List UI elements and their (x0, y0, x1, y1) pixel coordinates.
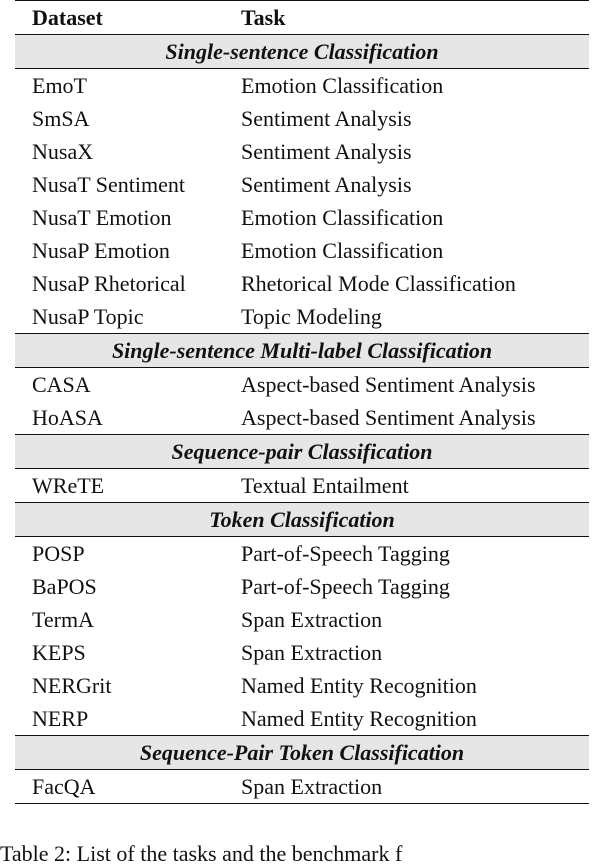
dataset-cell: WReTE (32, 472, 105, 498)
header-row: Dataset Task (15, 1, 589, 35)
dataset-cell: SmSA (32, 105, 90, 131)
dataset-cell: NusaT Sentiment (32, 171, 185, 197)
dataset-cell: CASA (32, 371, 91, 397)
table-row: NusaP Rhetorical Rhetorical Mode Classifi… (15, 267, 589, 300)
task-cell: Sentiment Analysis (241, 171, 412, 197)
table-row: SmSA Sentiment Analysis (15, 102, 589, 135)
task-cell: Sentiment Analysis (241, 138, 412, 164)
table-row: NusaP Topic Topic Modeling (15, 300, 589, 334)
section-header-row: Single-sentence Multi-label Classificati… (15, 333, 589, 368)
dataset-cell: NusaX (32, 138, 94, 164)
table-caption: Table 2: List of the tasks and the bench… (0, 841, 403, 866)
top-rule (15, 0, 589, 1)
dataset-task-table: Dataset Task Single-sentence Classificat… (15, 0, 589, 804)
dataset-cell: NusaT Emotion (32, 204, 172, 230)
header-task: Task (241, 1, 589, 35)
dataset-task-table-container: Dataset Task Single-sentence Classificat… (15, 0, 589, 804)
table-row: BaPOS Part-of-Speech Tagging (15, 570, 589, 603)
dataset-cell: BaPOS (32, 573, 97, 599)
section-header-row: Token Classification (15, 502, 589, 537)
task-cell: Emotion Classification (241, 237, 444, 263)
task-cell: Named Entity Recognition (241, 705, 477, 731)
task-cell: Aspect-based Sentiment Analysis (241, 371, 536, 397)
table-row: TermA Span Extraction (15, 603, 589, 636)
table-row: CASA Aspect-based Sentiment Analysis (15, 368, 589, 402)
header-dataset: Dataset (15, 1, 241, 35)
table-row: WReTE Textual Entailment (15, 469, 589, 503)
table-row: NusaX Sentiment Analysis (15, 135, 589, 168)
dataset-cell: NusaP Emotion (32, 237, 170, 263)
section-title: Sequence-pair Classification (15, 434, 589, 469)
task-cell: Textual Entailment (241, 472, 409, 498)
task-cell: Emotion Classification (241, 72, 444, 98)
task-cell: Rhetorical Mode Classification (241, 270, 516, 296)
table-row: NERP Named Entity Recognition (15, 702, 589, 736)
table-row: NusaT Sentiment Sentiment Analysis (15, 168, 589, 201)
table-row: NusaT Emotion Emotion Classification (15, 201, 589, 234)
table-row: HoASA Aspect-based Sentiment Analysis (15, 401, 589, 435)
task-cell: Topic Modeling (241, 303, 382, 329)
task-cell: Aspect-based Sentiment Analysis (241, 404, 536, 430)
table-row: POSP Part-of-Speech Tagging (15, 537, 589, 571)
dataset-cell: TermA (32, 606, 94, 632)
bottom-rule (15, 803, 589, 804)
dataset-cell: FacQA (32, 773, 96, 799)
table-row: FacQA Span Extraction (15, 770, 589, 804)
section-title: Token Classification (15, 502, 589, 537)
table-row: EmoT Emotion Classification (15, 69, 589, 103)
dataset-cell: NERGrit (32, 672, 112, 698)
section-title: Single-sentence Classification (15, 34, 589, 69)
dataset-cell: HoASA (32, 404, 103, 430)
task-cell: Span Extraction (241, 606, 383, 632)
task-cell: Span Extraction (241, 639, 383, 665)
task-cell: Sentiment Analysis (241, 105, 412, 131)
section-title: Sequence-Pair Token Classification (15, 735, 589, 770)
dataset-cell: POSP (32, 540, 85, 566)
dataset-cell: EmoT (32, 72, 87, 98)
task-cell: Emotion Classification (241, 204, 444, 230)
dataset-cell: NusaP Topic (32, 303, 144, 329)
section-header-row: Sequence-pair Classification (15, 434, 589, 469)
task-cell: Named Entity Recognition (241, 672, 477, 698)
section-header-row: Single-sentence Classification (15, 34, 589, 69)
table-row: KEPS Span Extraction (15, 636, 589, 669)
task-cell: Part-of-Speech Tagging (241, 540, 450, 566)
section-title: Single-sentence Multi-label Classificati… (15, 333, 589, 368)
task-cell: Span Extraction (241, 773, 383, 799)
table-row: NusaP Emotion Emotion Classification (15, 234, 589, 267)
table-head: Dataset Task (15, 0, 589, 35)
dataset-cell: KEPS (32, 639, 86, 665)
dataset-cell: NusaP Rhetorical (32, 270, 186, 296)
task-cell: Part-of-Speech Tagging (241, 573, 450, 599)
section-header-row: Sequence-Pair Token Classification (15, 735, 589, 770)
table-row: NERGrit Named Entity Recognition (15, 669, 589, 702)
dataset-cell: NERP (32, 705, 89, 731)
